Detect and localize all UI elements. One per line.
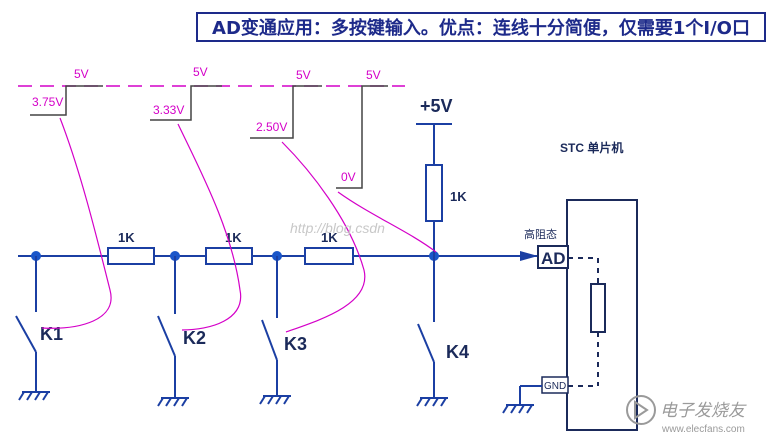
key-label-k1: K1 [40,324,63,344]
k3-low-voltage: 2.50V [256,120,287,134]
mcu-name: STC 单片机 [560,140,623,155]
title-box: AD变通应用：多按键输入。优点：连线十分简便，仅需要1个I/O口 [196,12,766,42]
key-label-k3: K3 [284,334,307,354]
ad-pin-label: AD [541,249,566,268]
logo-text: 电子发烧友 [660,401,747,420]
voltage-curves [41,117,437,333]
title-text: AD变通应用：多按键输入。优点：连线十分简便，仅需要1个I/O口 [212,18,750,39]
mcu-ground [502,385,542,414]
mcu-internal-path [568,257,606,387]
k2-high-voltage: 5V [193,65,208,79]
supply-label: +5V [420,96,453,116]
key-label-k4: K4 [446,342,469,362]
hiz-label: 高阻态 [524,227,557,241]
mcu-body [566,199,638,431]
series-resistor-3-label: 1K [321,230,338,245]
k4-low-voltage: 0V [341,170,356,184]
k1-voltage-step [30,85,103,116]
key-switch-k1 [15,256,50,401]
key-switch-k3 [259,256,291,405]
gnd-pin-label: GND [544,381,566,392]
series-resistor-1 [107,247,155,265]
k1-low-voltage: 3.75V [32,95,63,109]
series-resistor-3 [304,247,354,265]
logo-url: www.elecfans.com [661,424,745,435]
pullup-resistor [425,164,443,222]
k1-high-voltage: 5V [74,67,89,81]
k3-voltage-step [250,85,322,139]
logo-icon [626,395,656,425]
pullup-label: 1K [450,189,467,204]
series-resistor-2 [205,247,253,265]
key-switch-k2 [157,256,189,407]
bus-arrow [520,251,538,261]
k2-low-voltage: 3.33V [153,103,184,117]
k4-high-voltage: 5V [366,68,381,82]
series-resistor-1-label: 1K [118,230,135,245]
watermark-text: http://blog.csdn [290,220,385,236]
k2-voltage-step [150,85,222,121]
key-label-k2: K2 [183,328,206,348]
k3-high-voltage: 5V [296,68,311,82]
k4-voltage-step [336,85,388,189]
key-switch-k4 [416,256,448,407]
